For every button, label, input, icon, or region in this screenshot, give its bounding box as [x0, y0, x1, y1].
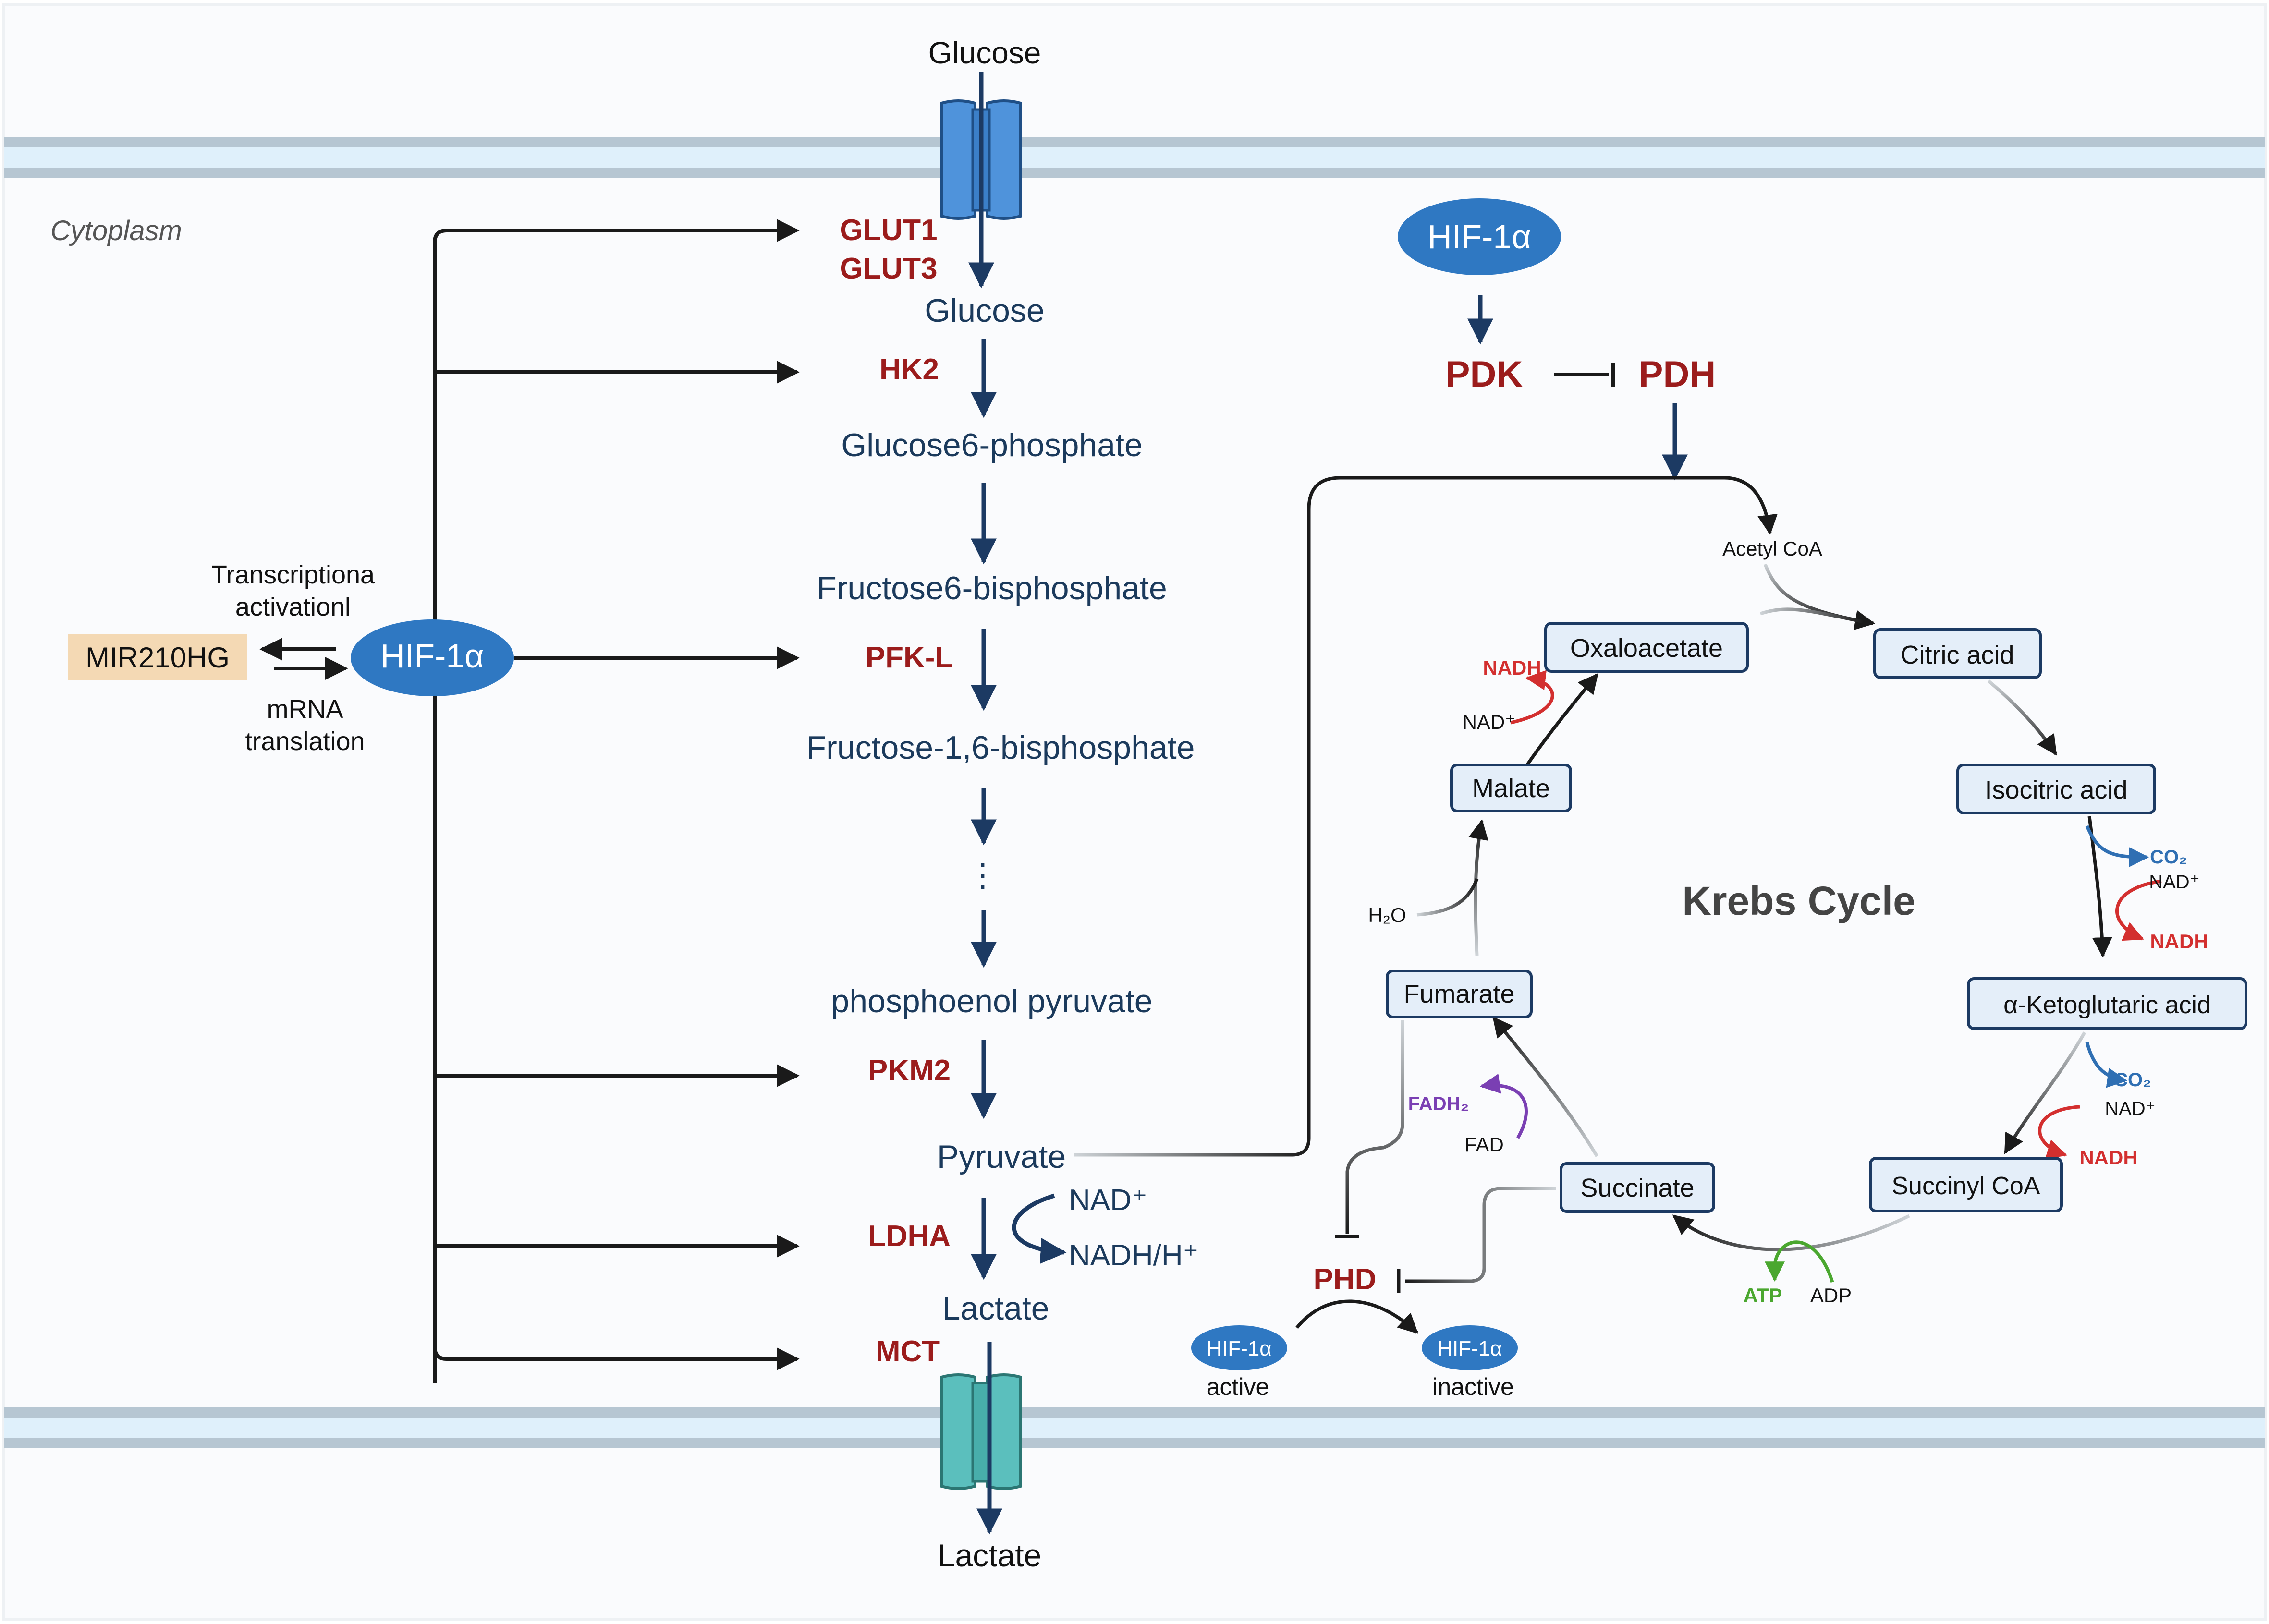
glucose-outside: Glucose: [928, 36, 1041, 70]
cofactor-atp: ATP: [1744, 1284, 1782, 1307]
cytoplasm-label: Cytoplasm: [50, 215, 182, 246]
mir210hg-box: MIR210HG: [68, 634, 247, 680]
hif-main-label: HIF-1α: [380, 637, 484, 675]
cofactor-nadh-isocitric: NADH: [2150, 930, 2208, 953]
arrow-citric-to-isocitric: [1987, 679, 2057, 756]
cofactor-nad-akg: NAD⁺: [2105, 1098, 2156, 1119]
cofactor-nadh-akg: NADH: [2079, 1146, 2137, 1169]
transcription-line1: Transcriptiona: [211, 560, 375, 589]
lactate-outside: Lactate: [938, 1538, 1042, 1573]
fructose-16-bisphosphate: Fructose-1,6-bisphosphate: [806, 729, 1195, 766]
krebs-oxaloacetate: Oxaloacetate: [1570, 634, 1723, 663]
fructose6-phosphate: Fructose6-bisphosphate: [817, 570, 1167, 606]
mir210hg-label: MIR210HG: [85, 642, 230, 674]
mct-transporter-icon: [940, 1373, 1022, 1490]
arrow-atp: [1764, 1240, 1834, 1283]
glucose6-phosphate: Glucose6-phosphate: [841, 427, 1143, 463]
hif-top: HIF-1α: [1398, 198, 1561, 275]
phosphoenol-pyruvate: phosphoenol pyruvate: [831, 983, 1152, 1019]
krebs-cycle-arrows: [1295, 563, 2162, 1334]
krebs-citric-acid: Citric acid: [1900, 641, 2014, 669]
h2o: H₂O: [1368, 904, 1406, 926]
intermediate-steps: ⋮: [967, 857, 999, 893]
krebs-succinyl-coa: Succinyl CoA: [1891, 1172, 2040, 1200]
enzyme-glut1: GLUT1: [840, 214, 937, 247]
cofactor-nadh-malate: NADH: [1483, 656, 1541, 679]
hif-regulation-arrows: [259, 219, 1615, 1383]
acetyl-coa: Acetyl CoA: [1722, 537, 1822, 560]
arrow-fadh2: [1479, 1073, 1528, 1139]
hif-active-label: HIF-1α: [1207, 1337, 1271, 1360]
enzyme-ldha: LDHA: [868, 1220, 951, 1253]
figure-background: [2, 3, 2267, 1621]
enzyme-glut3: GLUT3: [840, 252, 937, 285]
hif-top-label: HIF-1α: [1427, 218, 1531, 255]
arrow-nad-nadh-conversion: [1012, 1193, 1067, 1264]
enzyme-mct: MCT: [876, 1335, 940, 1368]
arrow-succinate-to-fumarate: [1492, 1016, 1598, 1157]
cofactor-fad: FAD: [1464, 1133, 1504, 1156]
krebs-malate: Malate: [1472, 774, 1550, 803]
glucose-inside: Glucose: [925, 292, 1044, 329]
hif-inactive-caption: inactive: [1432, 1373, 1514, 1400]
arrow-co2-isocitric: [2085, 825, 2149, 867]
enzyme-phd: PHD: [1314, 1263, 1377, 1296]
pyruvate-to-acetylcoa-path: [1074, 476, 1778, 1157]
enzyme-pfkl: PFK-L: [866, 641, 953, 674]
cofactor-nad-isocitric: NAD⁺: [2149, 872, 2200, 893]
mrna-line2: translation: [245, 727, 365, 756]
arrow-akg-to-succinylcoa: [2003, 1031, 2086, 1154]
krebs-isocitric-acid: Isocitric acid: [1985, 776, 2127, 804]
cofactor-co2-akg: CO₂: [2114, 1069, 2151, 1091]
transcription-line2: activationl: [235, 593, 351, 621]
arrow-nadh-akg: [2038, 1105, 2080, 1159]
arrow-succinylcoa-to-succinate: [1672, 1214, 1910, 1251]
cofactor-adp: ADP: [1810, 1284, 1852, 1307]
arrow-nadh-malate: [1510, 670, 1554, 725]
hif-inactive-label: HIF-1α: [1437, 1337, 1502, 1360]
arrow-malate-to-oxaloacetate: [1526, 673, 1598, 765]
hif-main: HIF-1α: [351, 619, 514, 696]
lactate-inside: Lactate: [942, 1290, 1049, 1327]
hif-active-caption: active: [1207, 1373, 1269, 1400]
hif-active: HIF-1α: [1191, 1325, 1287, 1370]
enzyme-hk2: HK2: [879, 353, 939, 386]
enzyme-pdk: PDK: [1446, 354, 1523, 395]
krebs-ketoglutaric-acid: α-Ketoglutaric acid: [2003, 991, 2211, 1019]
krebs-boxes: [1386, 622, 2247, 1213]
pyruvate: Pyruvate: [937, 1139, 1066, 1175]
enzyme-pdh: PDH: [1639, 354, 1716, 395]
krebs-succinate: Succinate: [1580, 1174, 1694, 1202]
bottom-membrane: [4, 1407, 2265, 1448]
cofactor-co2-isocitric: CO₂: [2150, 847, 2187, 868]
krebs-fumarate: Fumarate: [1403, 980, 1514, 1008]
phd-inhibition-bars: [1335, 1235, 1401, 1293]
arrow-co2-akg: [2085, 1042, 2128, 1088]
top-membrane: [4, 137, 2265, 178]
hif-inactive: HIF-1α: [1422, 1325, 1518, 1370]
krebs-cycle-title: Krebs Cycle: [1682, 878, 1915, 923]
arrow-hif-active-to-inactive: [1295, 1299, 1419, 1334]
arrow-nadh-isocitric: [2115, 879, 2162, 941]
glycolysis-arrows: [968, 72, 1688, 1535]
mrna-line1: mRNA: [267, 695, 343, 724]
nadh-h: NADH/H⁺: [1069, 1239, 1198, 1272]
cofactor-fadh2: FADH₂: [1408, 1093, 1469, 1115]
nad-plus: NAD⁺: [1069, 1184, 1147, 1217]
cofactor-nad-malate: NAD⁺: [1463, 711, 1516, 733]
enzyme-pkm2: PKM2: [868, 1054, 951, 1087]
